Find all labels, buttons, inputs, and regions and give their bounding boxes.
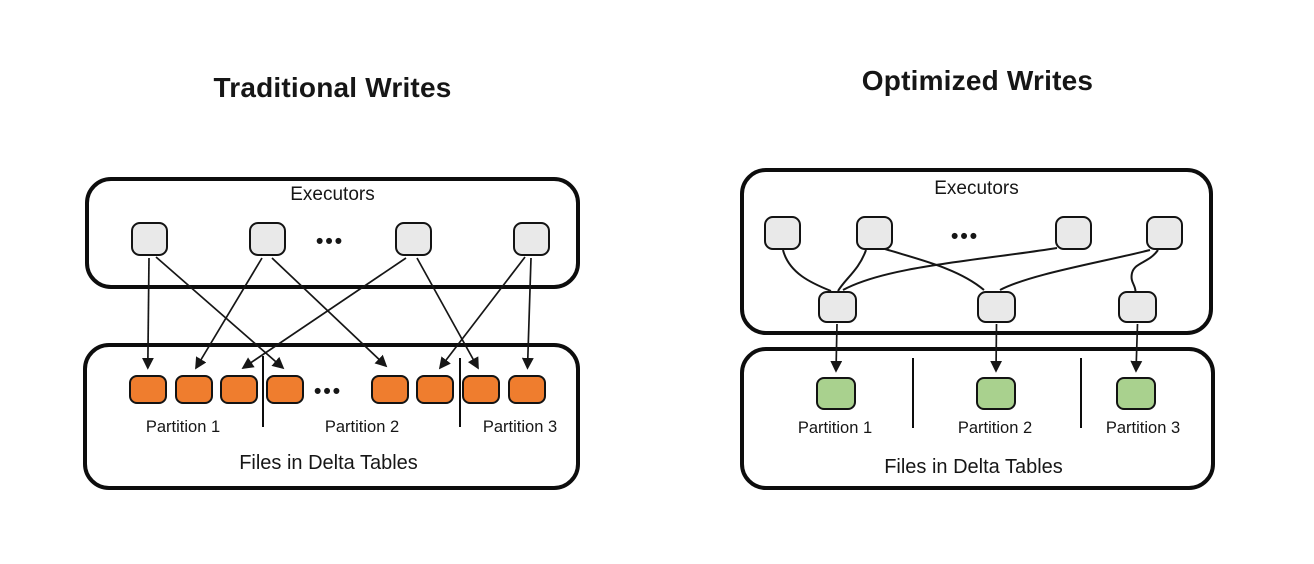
optimized-executors-label: Executors bbox=[934, 178, 1019, 199]
shuffle-executor-node bbox=[1118, 291, 1157, 323]
file-square-orange bbox=[128, 375, 167, 404]
traditional-files-label: Files in Delta Tables bbox=[239, 452, 418, 474]
file-square-green bbox=[976, 377, 1016, 410]
file-square-orange bbox=[174, 375, 213, 404]
file-square-orange bbox=[220, 375, 258, 404]
traditional-executors-label: Executors bbox=[290, 184, 375, 205]
partition-separator bbox=[1080, 358, 1082, 428]
partition-separator bbox=[912, 358, 914, 428]
file-square-orange bbox=[462, 375, 500, 404]
partition-label: Partition 1 bbox=[797, 419, 873, 437]
file-square-orange bbox=[371, 375, 409, 404]
executor-node bbox=[394, 222, 432, 256]
executor-node bbox=[855, 216, 893, 250]
partition-label: Partition 3 bbox=[482, 418, 558, 436]
file-square-orange bbox=[416, 375, 454, 404]
file-square-orange bbox=[508, 375, 546, 404]
shuffle-executor-node bbox=[977, 291, 1016, 323]
file-square-green bbox=[816, 377, 856, 410]
executor-node bbox=[763, 216, 801, 250]
executors-ellipsis: ••• bbox=[951, 225, 980, 248]
file-square-green bbox=[1115, 377, 1156, 410]
executors-ellipsis: ••• bbox=[316, 230, 345, 253]
optimized-writes-title: Optimized Writes bbox=[861, 65, 1094, 96]
partition-label: Partition 3 bbox=[1105, 419, 1181, 437]
partition-label: Partition 2 bbox=[324, 418, 400, 436]
executor-node bbox=[1054, 216, 1092, 250]
partition-label: Partition 2 bbox=[957, 419, 1033, 437]
files-ellipsis: ••• bbox=[314, 380, 343, 403]
shuffle-executor-node bbox=[818, 291, 857, 323]
partition-label: Partition 1 bbox=[145, 418, 221, 436]
executor-node bbox=[1145, 216, 1183, 250]
executor-node bbox=[248, 222, 286, 256]
partition-separator bbox=[262, 356, 264, 427]
traditional-writes-title: Traditional Writes bbox=[213, 72, 452, 103]
partition-separator bbox=[459, 358, 461, 427]
executor-node bbox=[130, 222, 168, 256]
optimized-files-label: Files in Delta Tables bbox=[884, 456, 1063, 478]
file-square-orange bbox=[266, 375, 304, 404]
executor-node bbox=[512, 222, 550, 256]
